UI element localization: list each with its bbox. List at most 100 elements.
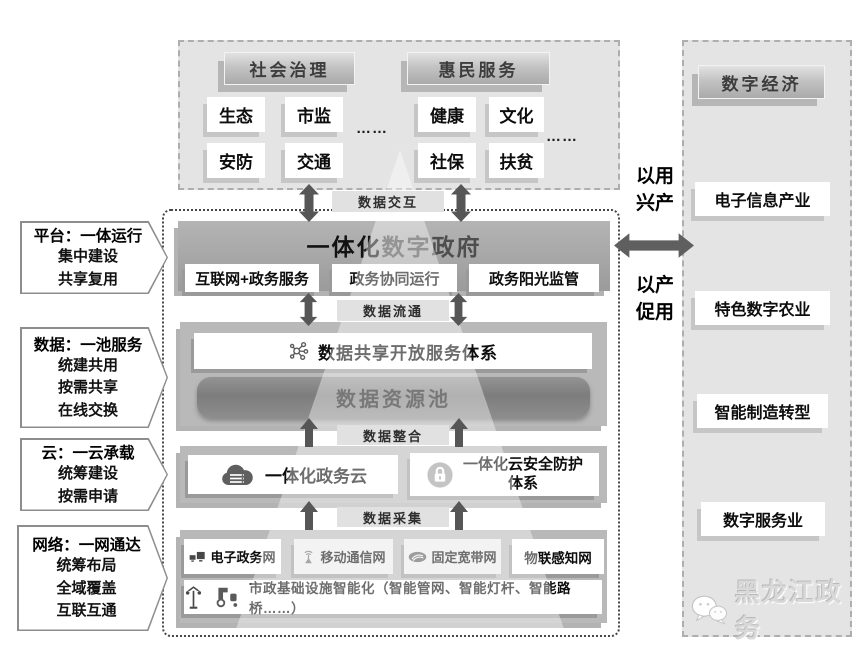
callout-platform-title: 平台：一体运行 — [33, 228, 143, 245]
public-service-header: 惠民服务 — [407, 52, 550, 85]
lock-icon — [426, 461, 454, 489]
callout-cloud-line: 按需申请 — [57, 487, 118, 505]
callout-network-line: 全域覆盖 — [56, 579, 117, 597]
updown-arrow-icon — [298, 293, 319, 331]
social-governance-title: 社会治理 — [249, 61, 330, 80]
item-ecology: 生态 — [207, 97, 265, 132]
item-health: 健康 — [418, 97, 476, 132]
economy-item-agriculture: 特色数字农业 — [695, 291, 830, 325]
network-layer-section: 电子政务网 移动通信网 固定宽带网 物联感知网 — [180, 530, 607, 623]
flow-label-collect: 数据采集 — [337, 507, 449, 527]
updown-arrow-icon — [298, 184, 320, 227]
gov-band: 一体化数字政府 互联网+政务服务 政务协同运行 政务阳光监管 — [178, 221, 610, 292]
net-mobile-box: 移动通信网 — [294, 539, 393, 574]
watermark: 黑龙江政务 — [690, 579, 846, 643]
callout-data-line: 统建共用 — [57, 356, 118, 374]
data-pool-band: 数据资源池 — [197, 377, 590, 418]
bridge-bottom-line2: 促用 — [635, 301, 674, 323]
callout-network: 网络：一网通达 统筹布局 全域覆盖 互联互通 — [17, 525, 168, 631]
net-mobile-label: 移动通信网 — [320, 550, 386, 565]
data-share-label: 数据共享开放服务体系 — [318, 343, 498, 363]
callout-data-line: 按需共享 — [57, 379, 118, 397]
infra-label: 市政基础设施智能化（智能管网、智能灯杆、智能路桥……） — [249, 581, 571, 616]
cloud-security-line1: 一体化云安全防护 — [462, 455, 583, 473]
data-share-bar: 数据共享开放服务体系 — [194, 333, 592, 369]
callout-data-title: 数据：一池服务 — [33, 336, 143, 354]
flow-label-circulate: 数据流通 — [337, 300, 449, 321]
callout-network-title: 网络：一网通达 — [32, 537, 141, 555]
smart-pipes-icon — [213, 586, 239, 608]
callout-cloud-line: 统筹建设 — [57, 465, 118, 482]
callout-cloud-title: 云：一云承载 — [41, 445, 135, 462]
street-lamp-icon — [184, 585, 203, 610]
callout-platform-line: 共享复用 — [57, 270, 118, 288]
callout-data-line: 在线交换 — [57, 401, 118, 419]
cloud-security-box: 一体化云安全防护 体系 — [410, 453, 599, 496]
ellipsis-left: …… — [356, 120, 388, 137]
cloud-security-label: 一体化云安全防护 体系 — [463, 456, 583, 494]
callout-network-line: 互联互通 — [56, 602, 117, 620]
cloud-security-line2: 体系 — [507, 474, 538, 492]
up-arrow-icon — [449, 418, 469, 452]
item-traffic: 交通 — [285, 143, 343, 178]
net-iot-box: 物联感知网 — [512, 539, 604, 574]
bridge-top-line2: 兴产 — [635, 192, 674, 214]
bridge-bottom-line1: 以产 — [635, 275, 674, 296]
net-broadband-box: 固定宽带网 — [404, 539, 501, 574]
up-arrow-icon — [299, 501, 319, 535]
gov-title: 一体化数字政府 — [178, 228, 610, 262]
gov-title-part2: 数字政府 — [381, 234, 482, 260]
item-market: 市监 — [285, 97, 343, 132]
item-security: 安防 — [207, 143, 265, 178]
digital-economy-header: 数字经济 — [698, 65, 825, 99]
antenna-icon — [301, 548, 316, 565]
cloud-layer-section: 一体化政务云 一体化云安全防护 体系 — [180, 446, 607, 503]
item-social-insurance: 社保 — [418, 143, 476, 178]
bridge-bottom-label: 以产 促用 — [624, 273, 686, 326]
economy-item-manufacturing: 智能制造转型 — [697, 394, 828, 428]
right-panel: 数字经济 电子信息产业 特色数字农业 智能制造转型 数字服务业 黑龙江政务 — [682, 40, 852, 643]
digital-economy-title: 数字经济 — [721, 74, 802, 94]
up-arrow-icon — [449, 501, 469, 535]
gov-cloud-label: 一体化政务云 — [265, 467, 367, 486]
leftright-arrow-icon — [614, 229, 694, 267]
cloud-server-icon — [219, 462, 255, 488]
economy-item-electronics: 电子信息产业 — [695, 182, 830, 216]
main-panel: 一体化数字政府 互联网+政务服务 政务协同运行 政务阳光监管 数据流通 数据共享… — [162, 209, 620, 637]
social-governance-header: 社会治理 — [224, 52, 355, 85]
data-layer-section: 数据共享开放服务体系 数据资源池 — [180, 322, 607, 426]
cable-icon — [408, 551, 427, 563]
bridge-top-label: 以用 兴产 — [624, 164, 686, 217]
net-broadband-label: 固定宽带网 — [431, 550, 497, 565]
watermark-text: 黑龙江政务 — [735, 579, 844, 643]
net-egov-box: 电子政务网 — [184, 539, 281, 574]
gov-title-part1: 一体化 — [306, 234, 382, 260]
updown-arrow-icon — [448, 293, 469, 331]
egov-network-icon — [189, 550, 206, 563]
flow-label-exchange: 数据交互 — [332, 191, 444, 212]
share-network-icon — [288, 340, 310, 362]
callout-cloud: 云：一云承载 统筹建设 按需申请 — [20, 438, 168, 511]
net-egov-label: 电子政务网 — [210, 550, 276, 565]
callout-data: 数据：一池服务 统建共用 按需共享 在线交换 — [20, 327, 168, 428]
economy-item-services: 数字服务业 — [701, 502, 825, 536]
ellipsis-right: …… — [546, 128, 578, 145]
gov-box-internet-service: 互联网+政务服务 — [185, 264, 319, 292]
callout-platform-line: 集中建设 — [57, 248, 118, 265]
public-service-title: 惠民服务 — [438, 61, 519, 80]
gov-box-collaboration: 政务协同运行 — [332, 264, 457, 292]
callout-platform: 平台：一体运行 集中建设 共享复用 — [20, 221, 168, 294]
flow-label-integrate: 数据整合 — [337, 425, 449, 445]
gov-cloud-box: 一体化政务云 — [188, 455, 398, 494]
gov-box-supervision: 政务阳光监管 — [469, 264, 599, 292]
up-arrow-icon — [299, 418, 319, 452]
top-panel: 社会治理 惠民服务 生态 市监 安防 交通 …… 健康 文化 社保 扶贫 …… — [178, 40, 620, 190]
item-culture: 文化 — [489, 97, 544, 132]
wechat-icon — [690, 594, 728, 625]
item-poverty: 扶贫 — [489, 143, 544, 178]
infra-box: 市政基础设施智能化（智能管网、智能灯杆、智能路桥……） — [184, 580, 602, 616]
bridge-top-line1: 以用 — [635, 166, 674, 187]
updown-arrow-icon — [450, 184, 472, 227]
callout-network-line: 统筹布局 — [56, 557, 117, 575]
